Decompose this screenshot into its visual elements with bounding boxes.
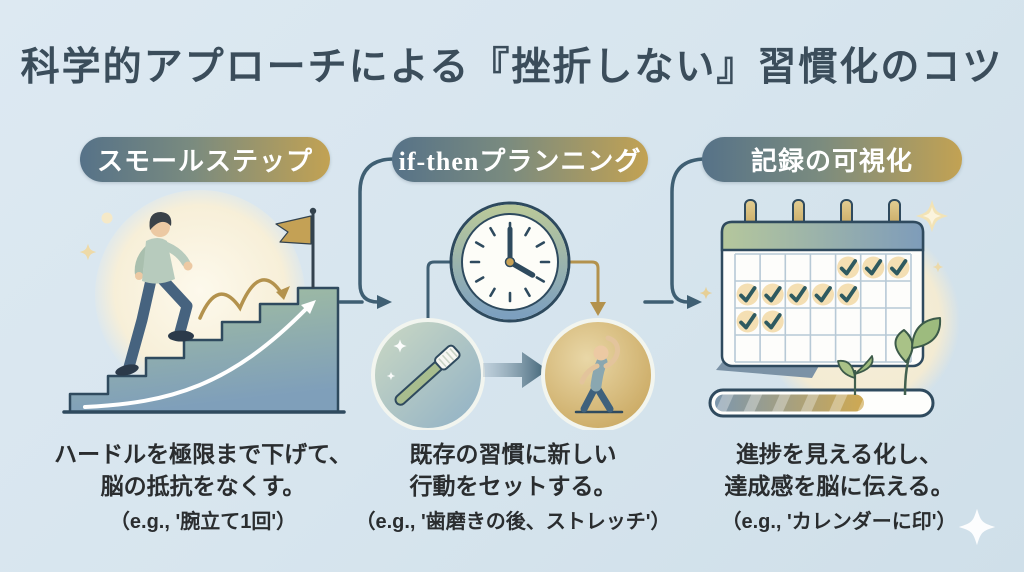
clock-to-toothbrush-connector (426, 260, 451, 322)
progress-bar (708, 388, 935, 418)
visualize-records-caption: 進捗を見える化し、 達成感を脳に伝える。 （e.g., 'カレンダーに印'） (676, 438, 1002, 537)
pill-small-steps: スモールステップ (80, 137, 330, 182)
clock-to-stretch-arrow (569, 260, 606, 316)
sparkle-icon (700, 286, 713, 300)
bounce-arrow-icon (198, 278, 290, 320)
if-then-illustration (371, 201, 655, 430)
pill-if-then-planning-label: if-thenプランニング (398, 147, 642, 176)
pill-small-steps-label: スモールステップ (96, 147, 313, 176)
right-arrow-icon (483, 352, 548, 388)
caption-example: （e.g., 'カレンダーに印'） (721, 511, 957, 533)
if-then-caption: 既存の習慣に新しい 行動をセットする。 （e.g., '歯磨きの後、ストレッチ'… (350, 438, 676, 537)
toothbrush-icon (394, 344, 461, 406)
progress-bar-stripes (715, 394, 864, 412)
calendar-checkmarks (736, 256, 910, 333)
caption-line-1: 進捗を見える化し、 (735, 441, 943, 467)
pill-if-then-planning: if-thenプランニング (392, 137, 648, 182)
caption-line-2: 達成感を脳に伝える。 (724, 473, 954, 499)
flag-icon (275, 207, 317, 288)
small-steps-illustration (62, 190, 346, 414)
climbing-person (115, 212, 194, 376)
stretch-circle (541, 318, 655, 430)
clock-icon (449, 201, 571, 323)
toothbrush-circle (371, 318, 485, 430)
pill-visualize-records-label: 記録の可視化 (750, 147, 913, 176)
sparkle-icon (922, 206, 942, 226)
calendar-icon (716, 199, 925, 378)
caption-example: （e.g., '歯磨きの後、ストレッチ'） (355, 511, 671, 533)
page-title: 科学的アプローチによる『挫折しない』習慣化のコツ (20, 46, 1004, 89)
pill-visualize-records: 記録の可視化 (702, 137, 962, 182)
sprout-icon (837, 355, 874, 395)
caption-line-2: 行動をセットする。 (409, 473, 617, 499)
calendar-header (720, 220, 925, 252)
sparkle-dot (101, 212, 113, 224)
caption-line-2: 脳の抵抗をなくす。 (100, 473, 306, 499)
small-steps-caption: ハードルを極限まで下げて、 脳の抵抗をなくす。 （e.g., '腕立て1回'） (40, 438, 366, 537)
calendar-grid (734, 253, 912, 363)
growth-curve-arrow (83, 300, 316, 409)
plant-icon (894, 317, 942, 396)
stretch-person-icon (574, 335, 624, 414)
caption-line-1: ハードルを極限まで下げて、 (54, 441, 352, 467)
caption-example: （e.g., '腕立て1回'） (109, 511, 297, 533)
sparkle-icon (79, 243, 97, 261)
visualize-records-illustration (700, 199, 960, 420)
stairs-shape (68, 286, 340, 414)
caption-line-1: 既存の習慣に新しい (409, 441, 617, 467)
